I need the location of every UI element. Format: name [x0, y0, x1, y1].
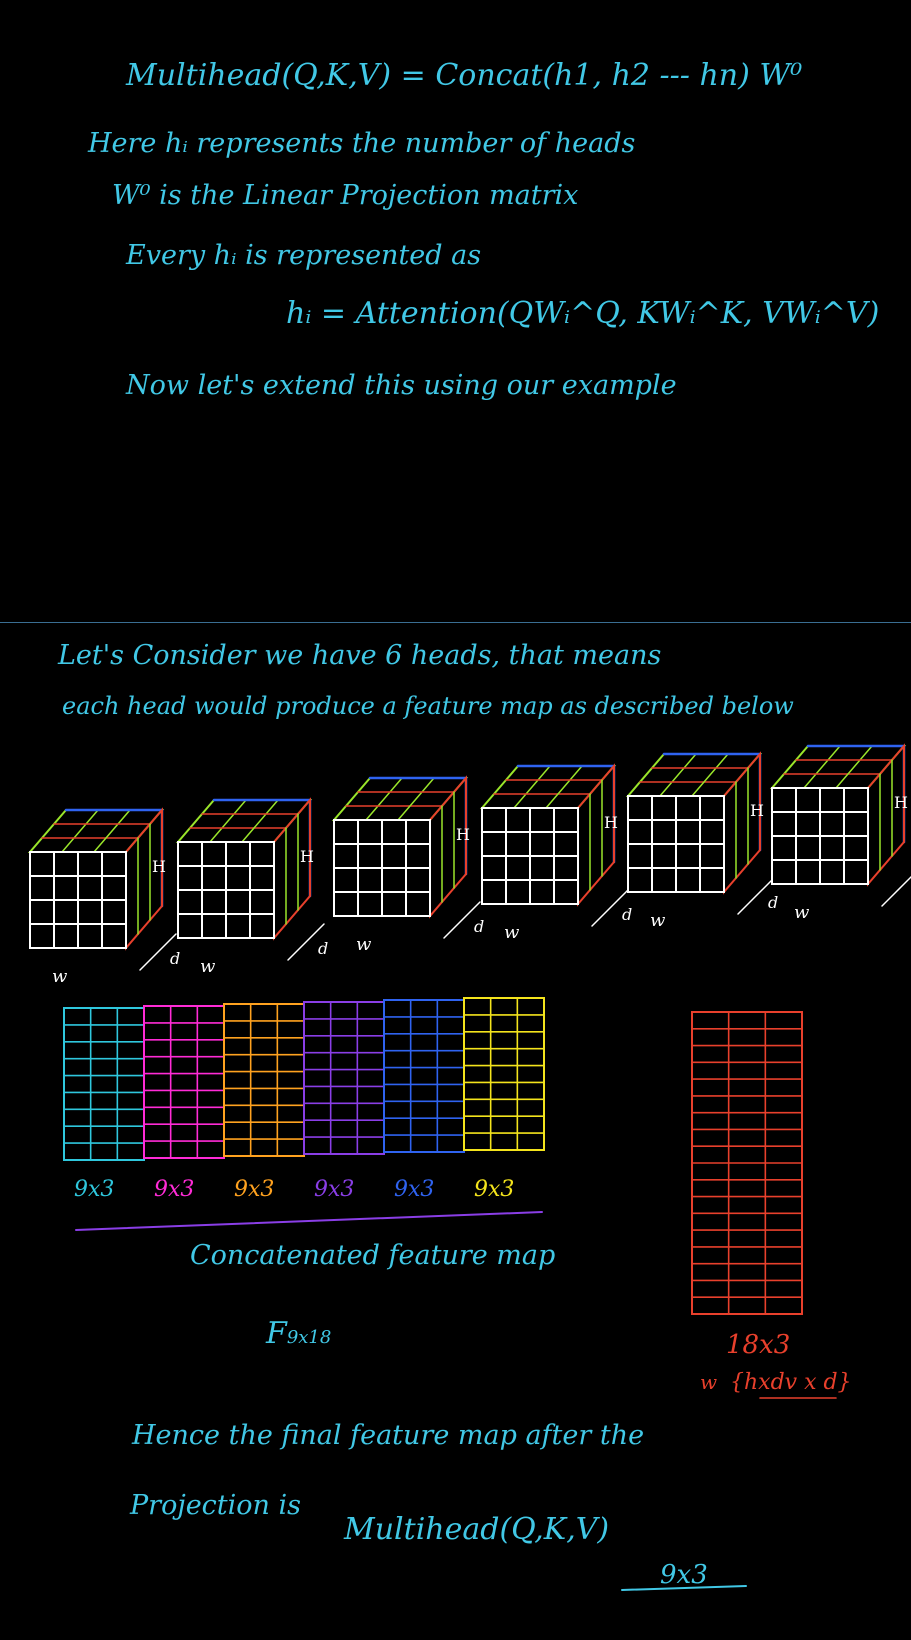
- cube-top-grid: [209, 799, 247, 843]
- concat-block-label: 9x3: [394, 1177, 434, 1202]
- concat-block-label: 9x3: [74, 1177, 114, 1202]
- projection-description: W⁰ is the Linear Projection matrix: [112, 180, 579, 211]
- cube-h-label: H: [894, 793, 908, 812]
- concat-caption: Concatenated feature map: [190, 1240, 556, 1271]
- cube-top-face: [769, 745, 907, 789]
- cube-h-label: H: [604, 813, 618, 832]
- cube-h-label: H: [750, 801, 764, 820]
- cube-d-label: d: [318, 939, 328, 958]
- cube-top-grid: [397, 777, 435, 821]
- cube-d-label: d: [768, 893, 778, 912]
- projection-is-text: Projection is: [130, 1490, 302, 1521]
- multihead-formula: Multihead(Q,K,V) = Concat(h1, h2 --- hn)…: [126, 58, 803, 93]
- final-multihead-formula: Multihead(Q,K,V): [344, 1512, 610, 1547]
- cube-top-grid: [835, 745, 873, 789]
- cube-d-arrow: [443, 901, 481, 939]
- cube-d-arrow: [139, 933, 177, 971]
- cube-top-grid: [803, 745, 841, 789]
- concat-underline: [75, 1211, 543, 1231]
- proj-dims-label: {hxdv x d}: [730, 1370, 852, 1395]
- cube-top-grid: [365, 777, 403, 821]
- cube-top-face: [625, 753, 763, 797]
- cube-top-grid: [659, 753, 697, 797]
- final-map-text: Hence the final feature map after the: [132, 1420, 645, 1451]
- final-size-underline: [621, 1585, 747, 1591]
- concat-block: [63, 1007, 145, 1161]
- cube-d-arrow: [737, 877, 775, 915]
- concat-block: [223, 1003, 305, 1157]
- cube-d-arrow: [287, 923, 325, 961]
- cube-top-grid: [241, 799, 279, 843]
- concat-block-label: 9x3: [314, 1177, 354, 1202]
- attention-formula: hᵢ = Attention(QWᵢ^Q, KWᵢ^K, VWᵢ^V): [286, 296, 880, 331]
- cube-h-label: H: [152, 857, 166, 876]
- six-heads-text: Let's Consider we have 6 heads, that mea…: [58, 640, 662, 671]
- cube-top-face: [479, 765, 617, 809]
- cube-top-grid: [691, 753, 729, 797]
- cube-side-face: [429, 775, 467, 919]
- cube-side-face: [723, 751, 761, 895]
- cube-h-label: H: [456, 825, 470, 844]
- every-head-text: Every hᵢ is represented as: [126, 240, 482, 271]
- concat-block: [463, 997, 545, 1151]
- concat-block-label: 9x3: [154, 1177, 194, 1202]
- concat-block: [143, 1005, 225, 1159]
- cube-top-grid: [513, 765, 551, 809]
- cube-side-face: [125, 807, 163, 951]
- cube-side-face: [577, 763, 615, 907]
- cube-d-label: d: [474, 917, 484, 936]
- concat-block: [303, 1001, 385, 1155]
- cube-w-label: w: [794, 902, 810, 923]
- cube-top-grid: [61, 809, 99, 853]
- cube-d-arrow: [881, 875, 911, 907]
- cube-w-label: w: [650, 910, 666, 931]
- cube-w-label: w: [356, 934, 372, 955]
- heads-description: Here hᵢ represents the number of heads: [88, 128, 636, 159]
- cube-w-label: w: [52, 966, 68, 987]
- cube-w-label: w: [200, 956, 216, 977]
- concat-block-label: 9x3: [474, 1177, 514, 1202]
- cube-w-label: w: [504, 922, 520, 943]
- proj-size-label: 18x3: [726, 1330, 791, 1360]
- cube-d-label: d: [170, 949, 180, 968]
- f-letter: F: [266, 1316, 287, 1351]
- cube-h-label: H: [300, 847, 314, 866]
- f-matrix-label: F9x18: [266, 1316, 331, 1351]
- f-subscript: 9x18: [286, 1327, 332, 1348]
- cube-side-face: [273, 797, 311, 941]
- cube-d-label: d: [622, 905, 632, 924]
- cube-d-arrow: [591, 889, 629, 927]
- section-divider: [0, 622, 911, 623]
- cube-top-face: [175, 799, 313, 843]
- cube-top-grid: [545, 765, 583, 809]
- concat-block: [383, 999, 465, 1153]
- concat-block-label: 9x3: [234, 1177, 274, 1202]
- cube-side-face: [867, 743, 905, 887]
- cube-top-face: [331, 777, 469, 821]
- proj-w-label: w: [700, 1370, 718, 1394]
- cube-top-face: [27, 809, 165, 853]
- final-size-label: 9x3: [660, 1560, 708, 1590]
- feature-map-text: each head would produce a feature map as…: [62, 692, 794, 720]
- extend-example-text: Now let's extend this using our example: [126, 370, 677, 401]
- cube-top-grid: [93, 809, 131, 853]
